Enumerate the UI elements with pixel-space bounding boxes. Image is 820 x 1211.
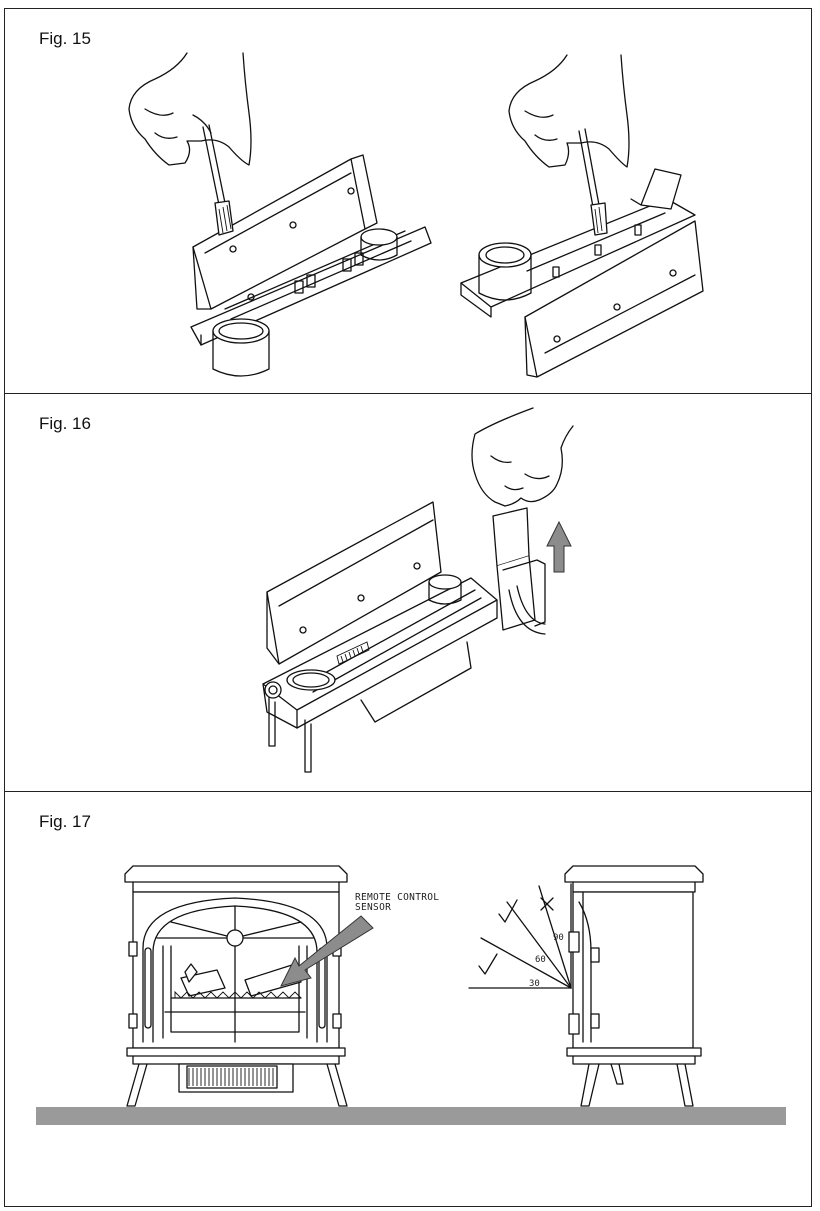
left-tray-drawing: [128, 52, 432, 377]
floor-line: [36, 1107, 786, 1125]
tray-assembly-drawing: [262, 407, 574, 773]
right-tray-drawing: [460, 54, 704, 378]
fig17-illustration: 90 60 30: [36, 865, 786, 1125]
sensor-label-line1: REMOTE CONTROL: [355, 892, 440, 903]
figure-16-panel: Fig. 16: [4, 393, 812, 792]
angle-60: 60: [535, 955, 546, 965]
sensor-arrow: [280, 915, 374, 987]
angle-90: 90: [553, 933, 564, 943]
angle-30: 30: [529, 979, 540, 989]
figure-17-panel: Fig. 17 REMOTE CONTROL SENSOR: [4, 791, 812, 1207]
lift-arrow: [546, 520, 572, 573]
fig15-illustration: [128, 52, 704, 378]
figure-label: Fig. 15: [39, 29, 91, 48]
stove-side-view: [564, 865, 704, 1107]
sensor-label-line2: SENSOR: [355, 902, 392, 913]
fig16-illustration: [262, 407, 574, 773]
stove-front-view: [124, 865, 348, 1107]
figure-15-panel: Fig. 15: [4, 8, 812, 394]
figure-label: Fig. 16: [39, 414, 91, 433]
figure-label: Fig. 17: [39, 812, 91, 831]
